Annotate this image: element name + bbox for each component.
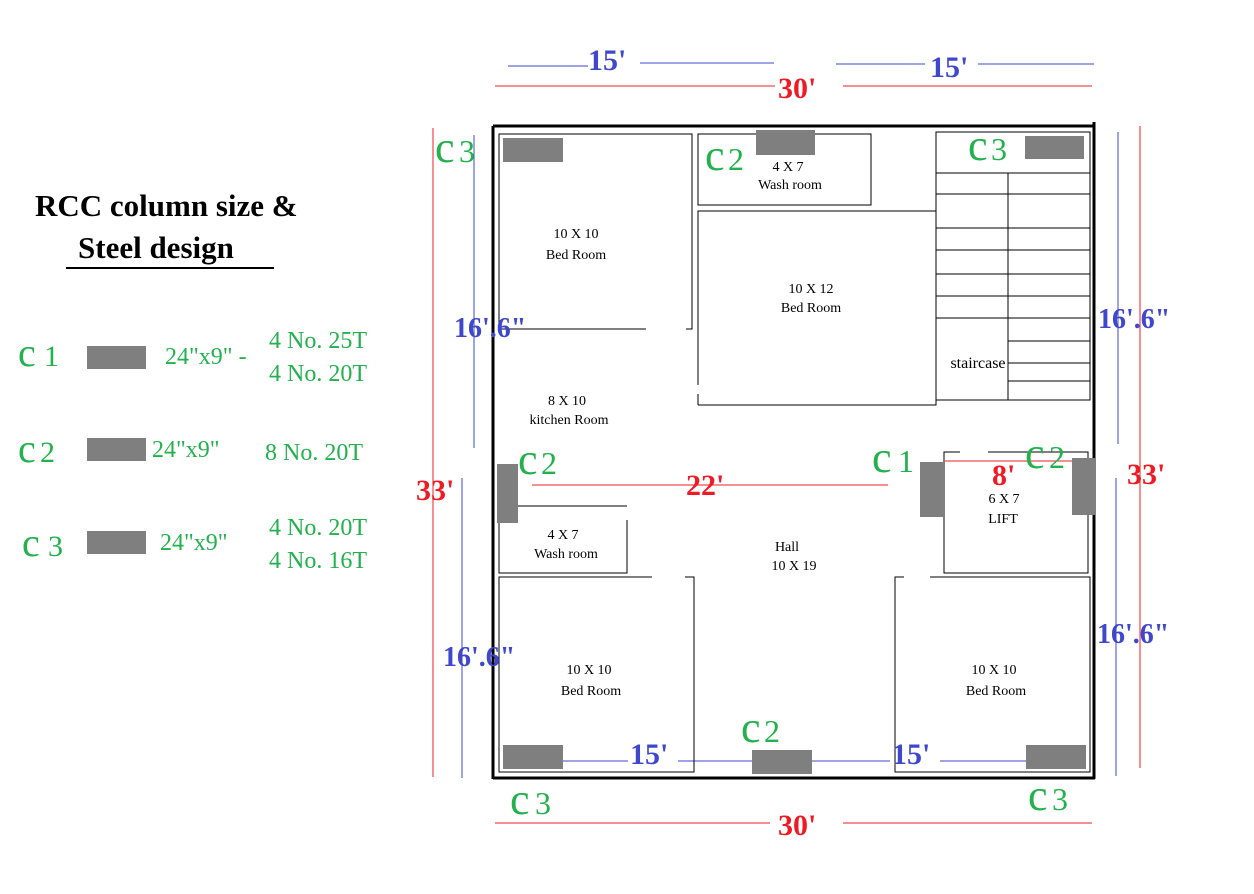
label-c3-top-right-number: 3 xyxy=(991,131,1007,167)
legend-c2-number: 2 xyxy=(40,436,55,469)
room-hall-size: 10 X 19 xyxy=(771,559,816,574)
dim-right-lower: 16'.6" xyxy=(1097,619,1169,650)
dimension-labels: 15' 15' 30' 30' 15' 15' 33' 33' 16'.6" 1… xyxy=(416,44,1170,842)
legend-c3-column-swatch xyxy=(87,531,146,554)
column-c3-bottom-left xyxy=(503,745,563,769)
columns xyxy=(497,130,1095,774)
dim-left-lower: 16'.6" xyxy=(443,642,515,673)
column-c3-bottom-right xyxy=(1026,745,1086,769)
label-c2-bottom-letter: c xyxy=(741,703,761,752)
legend-c1-letter: c xyxy=(18,330,36,375)
column-labels: c 3 c 2 c 3 c 2 c 1 c 2 c 2 c 3 c 3 xyxy=(435,121,1068,824)
room-lift-size: 6 X 7 xyxy=(988,492,1019,507)
column-c2-bottom xyxy=(752,750,812,774)
dim-hall-span: 22' xyxy=(686,469,724,502)
legend-c1-column-swatch xyxy=(87,346,146,369)
label-c2-top-number: 2 xyxy=(728,141,744,177)
room-staircase-name: staircase xyxy=(950,355,1005,372)
legend-c3-letter: c xyxy=(22,520,40,565)
column-c3-top-right xyxy=(1025,136,1084,159)
wall-staircase xyxy=(935,131,1091,401)
dim-bottom-total: 30' xyxy=(778,809,816,842)
legend-c3-steel-2: 4 No. 16T xyxy=(269,548,367,574)
dim-top-left-half: 15' xyxy=(588,44,626,77)
legend-c3-size: 24"x9" xyxy=(160,530,228,556)
dim-right-total: 33' xyxy=(1127,458,1165,491)
legend-c2-letter: c xyxy=(18,426,36,471)
legend-c1-steel-2: 4 No. 20T xyxy=(269,361,367,387)
wall-bed-bottom-left xyxy=(498,576,695,773)
room-bed-center-size: 10 X 12 xyxy=(788,282,833,297)
dim-top-total: 30' xyxy=(778,72,816,105)
label-c2-bottom-number: 2 xyxy=(764,713,780,749)
label-c3-top-left-letter: c xyxy=(435,123,455,172)
column-c1-mid xyxy=(920,462,943,517)
legend-c1-size: 24"x9" - xyxy=(165,344,247,370)
room-bed-top-left-size: 10 X 10 xyxy=(553,227,598,242)
legend-c1-number: 1 xyxy=(44,340,59,373)
dimension-lines xyxy=(432,62,1141,824)
room-lift-name: LIFT xyxy=(988,512,1018,527)
label-c2-top-letter: c xyxy=(705,131,725,180)
label-c1-mid-letter: c xyxy=(872,433,892,482)
legend: RCC column size & Steel design c 1 24"x9… xyxy=(18,188,367,574)
label-c3-bottom-left-number: 3 xyxy=(535,785,551,821)
dim-left-total: 33' xyxy=(416,474,454,507)
legend-title-line1: RCC column size & xyxy=(35,188,298,223)
room-bed-bottom-right-name: Bed Room xyxy=(966,684,1026,699)
column-c2-top xyxy=(756,130,815,155)
room-hall-name: Hall xyxy=(775,540,799,555)
dim-top-right-half: 15' xyxy=(930,51,968,84)
legend-c3-number: 3 xyxy=(48,530,63,563)
legend-title-line2: Steel design xyxy=(78,230,234,265)
room-wash-top-name: Wash room xyxy=(758,178,822,193)
label-c2-left-number: 2 xyxy=(541,445,557,481)
dim-bottom-right-half: 15' xyxy=(892,738,930,771)
room-wash-left-name: Wash room xyxy=(534,547,598,562)
dim-bottom-left-half: 15' xyxy=(630,738,668,771)
room-bed-center-name: Bed Room xyxy=(781,301,841,316)
staircase-treads xyxy=(936,172,1090,382)
column-c2-left xyxy=(497,464,518,523)
dim-lift-span: 8' xyxy=(992,459,1015,492)
room-wash-left-size: 4 X 7 xyxy=(547,528,578,543)
label-c3-bottom-right-number: 3 xyxy=(1052,781,1068,817)
label-c3-top-right-letter: c xyxy=(968,121,988,170)
wall-bed-bottom-right xyxy=(894,576,1091,773)
legend-c1-steel-1: 4 No. 25T xyxy=(269,328,367,354)
label-c2-right-letter: c xyxy=(1025,429,1045,478)
label-c1-mid-number: 1 xyxy=(898,443,914,479)
room-wash-top-size: 4 X 7 xyxy=(772,160,803,175)
label-c2-left-letter: c xyxy=(518,435,538,484)
room-bed-top-left-name: Bed Room xyxy=(546,248,606,263)
room-kitchen-size: 8 X 10 xyxy=(548,394,586,409)
label-c3-bottom-right-letter: c xyxy=(1028,771,1048,820)
wall-bed-top-left xyxy=(498,133,693,330)
walls xyxy=(491,122,1096,780)
room-bed-bottom-left-name: Bed Room xyxy=(561,684,621,699)
legend-c2-steel-1: 8 No. 20T xyxy=(265,440,363,466)
column-c3-top-left xyxy=(503,138,563,162)
label-c3-bottom-left-letter: c xyxy=(510,775,530,824)
legend-c3-steel-1: 4 No. 20T xyxy=(269,515,367,541)
label-c2-right-number: 2 xyxy=(1049,439,1065,475)
wall-washroom-left xyxy=(498,505,628,574)
dim-right-upper: 16'.6" xyxy=(1098,304,1170,335)
room-bed-bottom-left-size: 10 X 10 xyxy=(566,663,611,678)
room-labels: 10 X 10 Bed Room 4 X 7 Wash room 10 X 12… xyxy=(530,160,1027,699)
legend-c2-size: 24"x9" xyxy=(152,437,220,463)
room-bed-bottom-right-size: 10 X 10 xyxy=(971,663,1016,678)
legend-c2-column-swatch xyxy=(87,438,146,461)
dim-left-upper: 16'.6" xyxy=(454,313,526,344)
label-c3-top-left-number: 3 xyxy=(459,133,475,169)
wall-lift xyxy=(943,451,1089,574)
room-kitchen-name: kitchen Room xyxy=(530,413,609,428)
column-c2-right xyxy=(1072,458,1095,515)
